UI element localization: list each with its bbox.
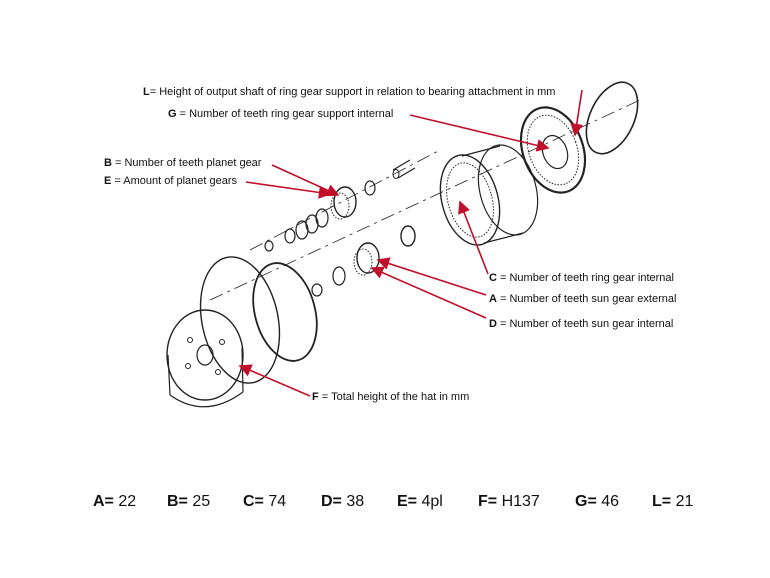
leader-E — [245, 181, 332, 199]
value-B: B= 25 — [167, 493, 211, 510]
label-L: L= Height of output shaft of ring gear s… — [143, 86, 555, 98]
ring-gear-support — [519, 106, 587, 194]
assembly-axis-line — [209, 99, 641, 301]
value-D: D= 38 — [321, 493, 365, 510]
label-F: F = Total height of the hat in mm — [312, 391, 469, 403]
label-D: D = Number of teeth sun gear internal — [489, 318, 673, 330]
label-G: G = Number of teeth ring gear support in… — [168, 108, 393, 120]
hub-shell — [166, 256, 281, 408]
leader-G — [409, 114, 550, 152]
gasket-ring — [252, 262, 318, 362]
label-A: A = Number of teeth sun gear external — [489, 293, 676, 305]
value-C: C= 74 — [243, 493, 287, 510]
pin — [392, 159, 416, 179]
leader-D — [370, 266, 487, 319]
label-B: B = Number of teeth planet gear — [104, 157, 262, 169]
value-E: E= 4pl — [397, 493, 443, 510]
leader-A — [376, 257, 487, 296]
value-L: L= 21 — [652, 493, 694, 510]
value-A: A= 22 — [93, 493, 137, 510]
seal-ring — [585, 81, 639, 155]
value-G: G= 46 — [575, 493, 620, 510]
sun-gear — [311, 225, 416, 297]
upper-axis-line — [249, 149, 441, 251]
value-F: F= H137 — [478, 493, 540, 510]
leader-F — [238, 364, 311, 397]
planet-gear — [330, 180, 376, 220]
values-row: A= 22 B= 25 C= 74 D= 38 E= 4pl F= H137 G… — [0, 493, 770, 517]
label-E: E = Amount of planet gears — [104, 175, 238, 187]
ring-gear-drum — [439, 144, 539, 246]
needle-bearing-stack — [264, 208, 329, 252]
label-C: C = Number of teeth ring gear internal — [489, 272, 674, 284]
leader-L — [570, 89, 584, 137]
leader-C — [458, 200, 489, 275]
